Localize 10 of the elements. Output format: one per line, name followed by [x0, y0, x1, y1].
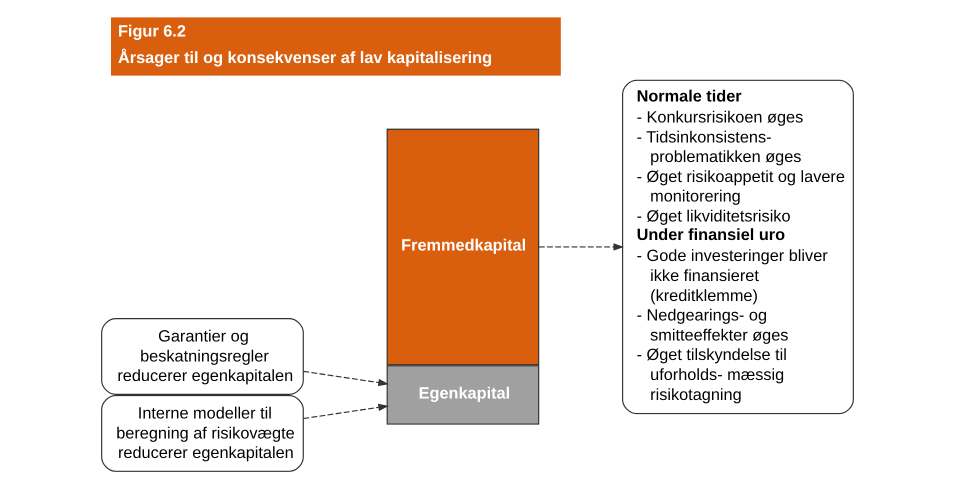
arrow	[538, 243, 624, 251]
node-box: Normale tider - Konkursrisikoen øges - Tidsinkonsistens- problematikken øges - Øget risikoappetit og lavere monitorering - Øget likviditetsrisiko Under finansiel uro - Gode investeringer bliver ikke finansieret (kreditklemme) - Nedgearings- og smitteeffekter øges - Øget tilskyndelse til uforholds- mæssig risikotagning	[622, 80, 854, 414]
arrow	[303, 370, 389, 386]
diagram-title: Figur 6.2	[118, 22, 186, 40]
arrow	[303, 404, 389, 420]
node-box: Egenkapital	[386, 365, 540, 425]
caption: Årsager til og konsekvenser af lav kapitalisering	[118, 49, 492, 68]
node-box: Interne modeller til beregning af risikovægte reducerer egenkapitalen	[101, 394, 304, 472]
node-box: Garantier og beskatningsregler reducerer egenkapitalen	[101, 318, 304, 395]
node-box: Fremmedkapital	[386, 128, 540, 366]
